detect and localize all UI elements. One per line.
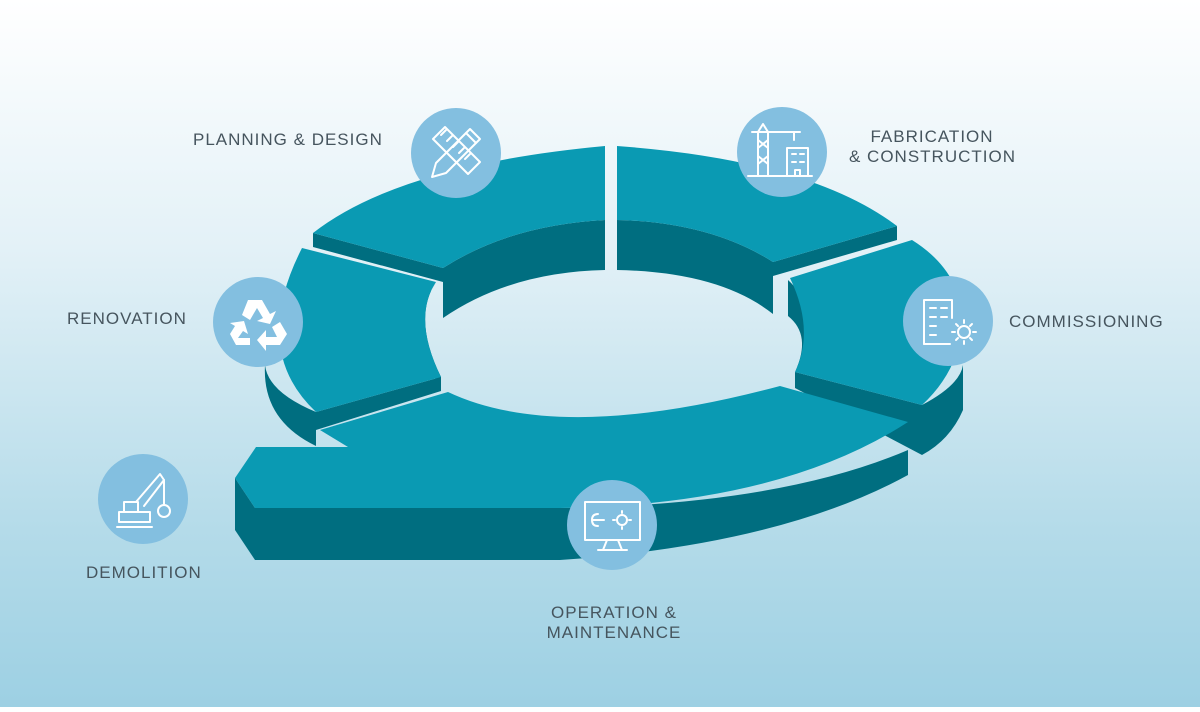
building-gear-icon [903,276,993,366]
segment-side-demolition [235,478,255,560]
recycle-icon [213,277,303,367]
segment-side-planning [313,233,443,282]
segment-inner-fabrication [617,220,773,314]
segment-top-operation [235,386,908,508]
monitor-wrench-gear-icon [567,480,657,570]
segment-side-renovation-cut [316,377,441,430]
label-renovation: RENOVATION [67,309,187,328]
segment-top-renovation [279,248,441,412]
wrecking-ball-crane-icon [98,454,188,544]
segment-top-commissioning [790,240,963,405]
label-planning-design: PLANNING & DESIGN [193,130,383,149]
segment-side-renovation [264,365,316,446]
segment-outer-commissioning [922,365,963,455]
segment-top-planning [313,146,605,268]
label-operation-maintenance: OPERATION & MAINTENANCE [546,603,682,642]
crane-building-icon [737,107,827,197]
label-commissioning: COMMISSIONING [1009,312,1164,331]
pencil-ruler-icon [411,108,501,198]
segment-side-fabrication [773,226,897,276]
segment-top-fabrication [617,146,897,262]
label-demolition: DEMOLITION [86,563,202,582]
segment-inner-planning [443,220,605,318]
label-fabrication-construction: FABRICATION & CONSTRUCTION [849,127,1016,166]
segment-side-operation [255,450,908,560]
